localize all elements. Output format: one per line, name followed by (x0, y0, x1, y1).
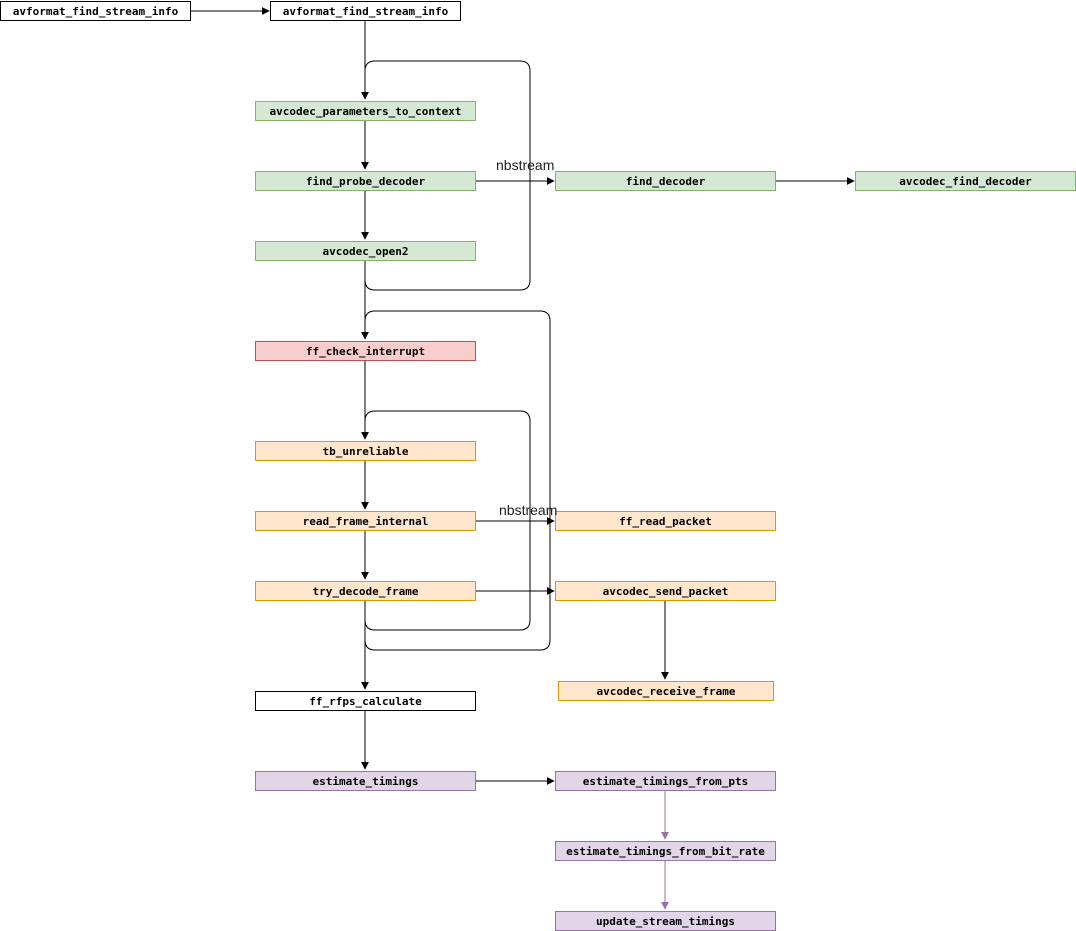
loop-outer-read (364, 310, 551, 651)
node-ff-check-interrupt[interactable]: ff_check_interrupt (255, 341, 476, 361)
node-ff-rfps-calculate[interactable]: ff_rfps_calculate (255, 691, 476, 711)
loop-label-nbstream-decoders: nbstream (496, 157, 555, 173)
node-ff-read-packet[interactable]: ff_read_packet (555, 511, 776, 531)
node-update-stream-timings[interactable]: update_stream_timings (555, 911, 776, 931)
node-avcodec-parameters-to-context[interactable]: avcodec_parameters_to_context (255, 101, 476, 121)
node-avcodec-receive-frame[interactable]: avcodec_receive_frame (558, 681, 774, 701)
node-estimate-timings-from-pts[interactable]: estimate_timings_from_pts (555, 771, 776, 791)
node-avformat-find-stream-info[interactable]: avformat_find_stream_info (270, 1, 461, 21)
node-read-frame-internal[interactable]: read_frame_internal (255, 511, 476, 531)
node-find-decoder[interactable]: find_decoder (555, 171, 776, 191)
node-estimate-timings[interactable]: estimate_timings (255, 771, 476, 791)
node-avcodec-open2[interactable]: avcodec_open2 (255, 241, 476, 261)
node-avcodec-find-decoder[interactable]: avcodec_find_decoder (855, 171, 1076, 191)
node-avcodec-send-packet[interactable]: avcodec_send_packet (555, 581, 776, 601)
node-find-probe-decoder[interactable]: find_probe_decoder (255, 171, 476, 191)
node-entry-avformat-find-stream-info[interactable]: avformat_find_stream_info (0, 1, 191, 21)
node-estimate-timings-from-bit-rate[interactable]: estimate_timings_from_bit_rate (555, 841, 776, 861)
loop-label-nbstream-packets: nbstream (499, 502, 558, 518)
loop-nbstream-decoders (364, 60, 531, 291)
node-tb-unreliable[interactable]: tb_unreliable (255, 441, 476, 461)
node-try-decode-frame[interactable]: try_decode_frame (255, 581, 476, 601)
